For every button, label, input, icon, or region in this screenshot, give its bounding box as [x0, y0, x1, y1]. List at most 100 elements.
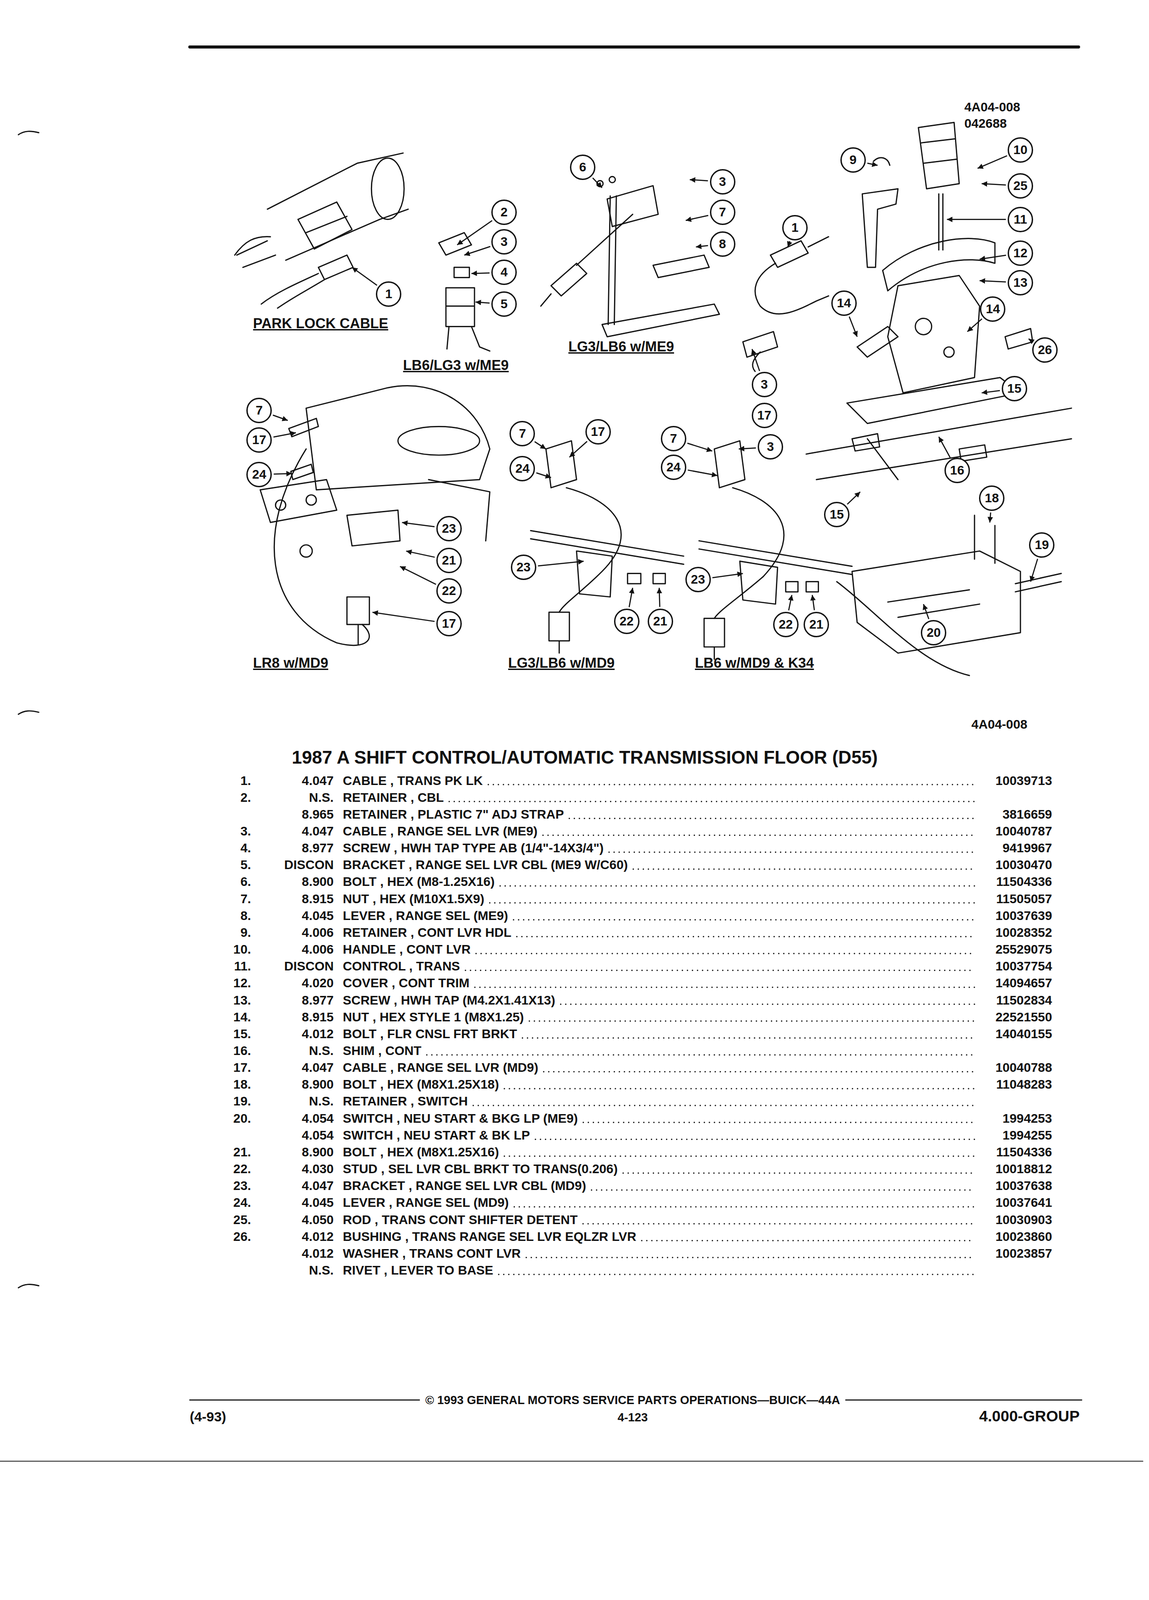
leader-line: [1028, 338, 1034, 342]
callout-circle: 7: [709, 199, 736, 225]
group-number: 4.050: [301, 1212, 334, 1227]
part-description: RETAINER , CBL: [342, 790, 444, 805]
callout-circle: 1: [782, 214, 808, 241]
callout-circle: 15: [824, 501, 850, 528]
dot-leader: [526, 1256, 975, 1259]
callout-number: 1: [791, 221, 799, 235]
callout-circle: 23: [436, 515, 462, 542]
group-number: 4.030: [301, 1162, 334, 1177]
callout-number: 16: [949, 464, 965, 477]
item-number: 12.: [233, 976, 251, 991]
part-description: LEVER , RANGE SEL (ME9): [342, 908, 509, 923]
callout-circle: 21: [647, 608, 674, 635]
callout-circle: 10: [1007, 137, 1034, 163]
part-description: BOLT , HEX (M8-1.25X16): [342, 874, 495, 890]
leader-line: [946, 218, 1006, 220]
callout-number: 1: [385, 287, 393, 301]
item-number: 3.: [240, 824, 251, 839]
dot-leader: [488, 784, 975, 786]
part-number: 10037641: [995, 1195, 1053, 1210]
part-description: BOLT , FLR CNSL FRT BRKT: [342, 1026, 517, 1041]
transmission-md9-k34: [714, 440, 745, 488]
transmission-md9-k34: [714, 487, 785, 619]
leader-line: [273, 432, 296, 438]
dot-leader: [583, 1121, 975, 1124]
leader-line: [534, 441, 546, 450]
callout-circle: 2: [491, 199, 517, 225]
page-rule: [18, 710, 39, 715]
callout-circle: 23: [510, 554, 537, 580]
range-lever-me9: [602, 304, 720, 337]
item-number: 24.: [233, 1195, 251, 1210]
leader-line: [536, 472, 551, 478]
group-number: 8.900: [301, 1077, 334, 1092]
cable-end-me9: [445, 287, 475, 327]
dot-leader: [623, 1172, 975, 1174]
shifter-assembly: [857, 326, 899, 357]
leader-line: [372, 612, 435, 622]
steering-column: [318, 254, 353, 280]
leader-line: [812, 594, 815, 610]
leader-line: [981, 183, 1006, 185]
section-label: LG3/LB6 w/MD9: [508, 655, 615, 671]
part-number: 22521550: [995, 1009, 1053, 1025]
callout-circle: 3: [757, 434, 784, 460]
leader-line: [406, 550, 435, 558]
item-number: 23.: [233, 1178, 251, 1194]
item-number: 6.: [240, 874, 251, 890]
callout-circle: 17: [246, 427, 272, 453]
callout-circle: 3: [751, 371, 778, 398]
shifter-assembly: [846, 377, 1021, 424]
item-number: 7.: [240, 891, 251, 906]
part-description: LEVER , RANGE SEL (MD9): [342, 1195, 509, 1210]
callout-circle: 7: [509, 420, 535, 447]
leader-line: [569, 441, 588, 458]
dot-leader: [498, 1273, 975, 1275]
cable-end-me9: [438, 232, 472, 255]
leader-line: [471, 272, 490, 274]
callout-number: 24: [666, 460, 681, 474]
dot-leader: [529, 1020, 975, 1022]
callout-number: 21: [441, 554, 456, 567]
transmission-lr8: [260, 479, 337, 523]
leader-line: [273, 473, 292, 475]
callout-circle: 5: [491, 291, 517, 317]
part-description: BRACKET , RANGE SEL LVR CBL (ME9 W/C60): [342, 858, 628, 873]
group-number: 4.012: [301, 1246, 334, 1261]
callout-number: 23: [441, 522, 456, 535]
transmission-lr8: [306, 494, 317, 505]
item-number: 13.: [233, 993, 251, 1008]
leader-line: [685, 215, 709, 221]
dot-leader: [489, 902, 975, 904]
part-description: BOLT , HEX (M8X1.25X16): [342, 1145, 499, 1160]
steering-column: [261, 273, 325, 309]
transmission-lr8: [306, 385, 490, 490]
callout-number: 13: [1013, 276, 1028, 290]
part-number: 11504336: [996, 1145, 1053, 1160]
range-lever-me9: [653, 254, 710, 278]
part-description: NUT , HEX (M10X1.5X9): [342, 891, 485, 906]
part-number: 10037638: [995, 1178, 1053, 1194]
callout-circle: 17: [751, 402, 778, 429]
group-number: N.S.: [309, 1044, 334, 1059]
range-cable-me9: [754, 263, 829, 314]
shifter-assembly: [915, 318, 932, 335]
steering-column: [298, 201, 353, 249]
group-number: 4.047: [301, 773, 334, 788]
leader-line: [399, 566, 436, 585]
copyright-note: © 1993 GENERAL MOTORS SERVICE PARTS OPER…: [419, 1393, 846, 1407]
steering-column: [371, 158, 405, 220]
cable-end-me9: [454, 267, 470, 278]
callout-circle: 17: [585, 419, 611, 445]
part-description: RETAINER , PLASTIC 7" ADJ STRAP: [342, 807, 564, 822]
dot-leader: [474, 986, 975, 989]
range-lever-me9: [576, 214, 633, 265]
leader-line: [475, 302, 490, 304]
leader-line: [738, 447, 756, 449]
item-number: 16.: [233, 1044, 251, 1059]
steering-column: [234, 153, 409, 309]
item-number: 4.: [240, 841, 251, 856]
callout-circle: 7: [660, 425, 687, 452]
part-number: 10023857: [995, 1246, 1053, 1261]
